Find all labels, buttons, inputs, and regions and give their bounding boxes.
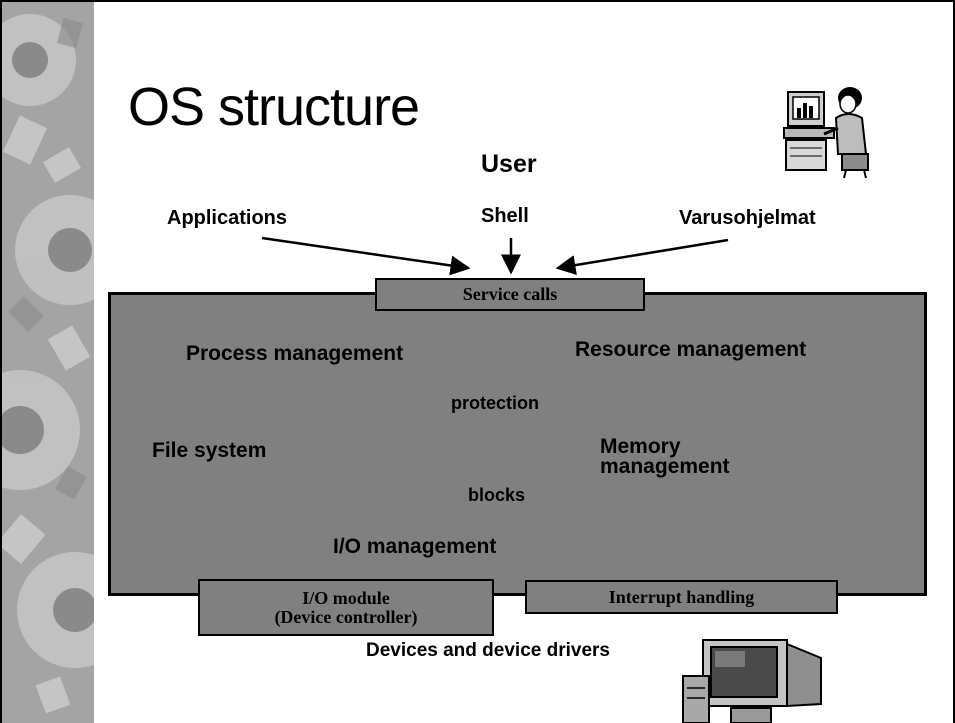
protection-label: protection — [451, 393, 539, 413]
slide-title: OS structure — [128, 77, 420, 137]
service-calls-box: Service calls — [375, 278, 645, 311]
io-module-box: I/O module (Device controller) — [198, 579, 494, 636]
person-at-computer-icon — [783, 87, 869, 178]
os-kernel-box — [108, 292, 927, 596]
slide-border-right — [953, 0, 955, 723]
memory-management-line-1: Memory — [600, 435, 681, 458]
service-calls-label: Service calls — [462, 284, 558, 304]
gear-pattern-icon — [0, 0, 94, 723]
desktop-computer-icon — [682, 639, 822, 723]
io-management-label: I/O management — [333, 535, 497, 558]
blocks-label: blocks — [468, 485, 526, 505]
user-label: User — [481, 150, 537, 178]
file-system-label: File system — [152, 439, 267, 462]
utilities-arrow — [555, 238, 729, 276]
utilities-label: Varusohjelmat — [679, 207, 816, 229]
resource-management-label: Resource management — [575, 338, 807, 361]
gear-strip — [0, 0, 94, 723]
applications-label: Applications — [167, 207, 288, 229]
io-module-line-2: (Device controller) — [274, 607, 418, 627]
process-management-label: Process management — [186, 342, 404, 365]
applications-arrow — [261, 236, 471, 276]
slide-border-top — [0, 0, 955, 2]
memory-management-line-2: management — [600, 455, 730, 478]
slide-border-left — [0, 0, 2, 723]
interrupt-handling-label: Interrupt handling — [608, 587, 755, 607]
memory-management-label: Memory management — [600, 435, 730, 478]
io-module-line-1: I/O module — [302, 588, 390, 608]
interrupt-handling-box: Interrupt handling — [525, 580, 838, 614]
devices-label: Devices and device drivers — [366, 640, 610, 661]
shell-label: Shell — [481, 205, 529, 227]
